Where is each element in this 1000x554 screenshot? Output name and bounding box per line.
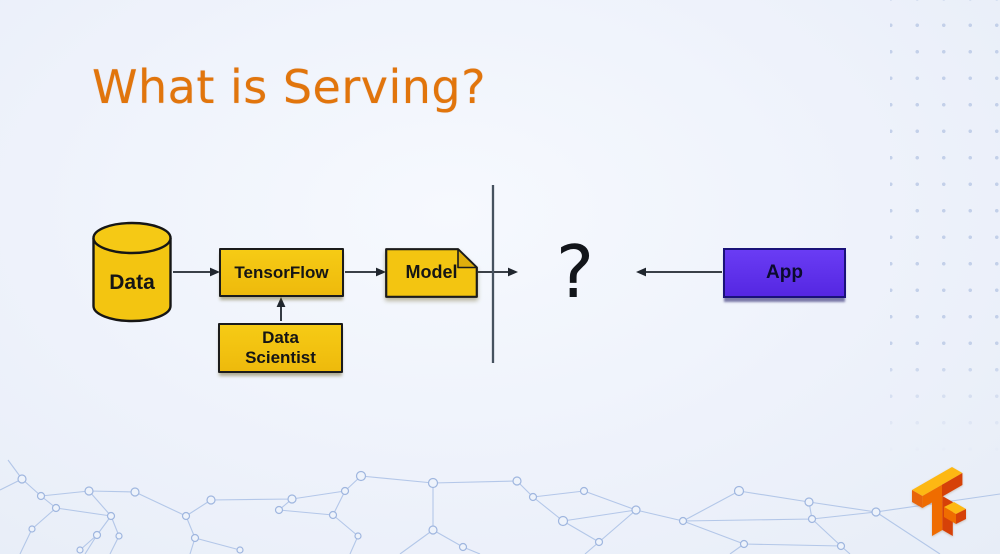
data-store-node: Data [91,219,173,325]
tensorflow-node: TensorFlow [219,248,344,297]
dot-grid-decoration [890,0,1000,456]
app-node: App [723,248,846,298]
arrowhead-right-3 [508,267,518,277]
arrowhead-up [276,297,286,307]
tensorflow-label: TensorFlow [234,262,329,282]
data-store-label: Data [109,271,155,294]
app-label: App [766,262,803,283]
tensorflow-logo-icon [912,467,966,536]
slide-title: What is Serving? [92,60,487,114]
cylinder-shape [92,221,172,323]
model-node: Model [385,248,478,298]
data-scientist-label: Data Scientist [245,328,316,367]
model-label: Model [405,262,458,282]
data-scientist-node: Data Scientist [218,323,343,373]
arrowhead-left [636,267,646,277]
question-mark: ? [555,230,595,314]
note-shape [385,248,478,298]
network-mesh-decoration [0,459,1000,554]
